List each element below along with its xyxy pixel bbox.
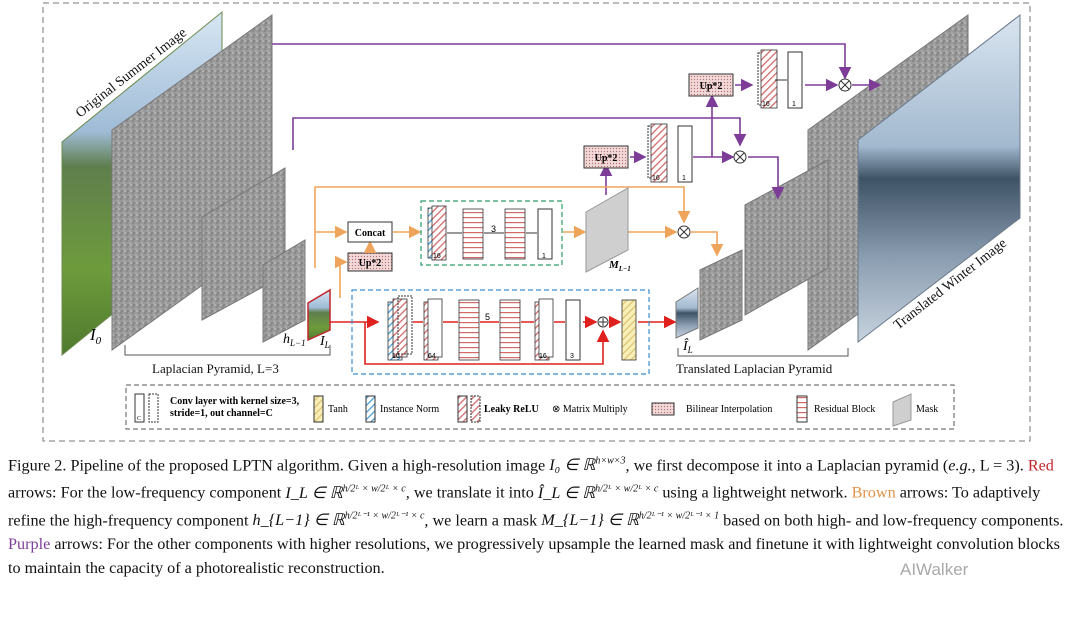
translated-level-2	[699, 249, 743, 341]
watermark: AIWalker	[900, 560, 969, 579]
low-freq-thumbnail	[307, 288, 331, 342]
legend-mask: Mask	[916, 404, 938, 415]
caption-math-il-hat: Î_L ∈ ℝh/2ᴸ × w/2ᴸ × c	[537, 483, 659, 502]
caption-brown: Brown	[851, 483, 896, 502]
multiply-low-icon	[677, 225, 691, 239]
figure-caption: Figure 2. Pipeline of the proposed LPTN …	[8, 450, 1074, 580]
svg-text:16: 16	[762, 101, 770, 108]
svg-text:Up*2: Up*2	[359, 258, 382, 269]
svg-text:16: 16	[433, 253, 441, 260]
pipeline-diagram: Original Summer Image I0 hL−1 IL Laplaci…	[42, 2, 1031, 442]
red-skip	[364, 322, 610, 365]
legend-conv-icon	[134, 393, 145, 423]
brown-arrow-top	[314, 186, 691, 268]
svg-text:3: 3	[570, 353, 574, 360]
legend-tanh: Tanh	[328, 404, 348, 415]
translation-network-box	[351, 289, 650, 375]
caption-text-4: arrows: For the low-frequency component	[8, 483, 286, 502]
up2-mid-block: Up*2	[583, 145, 629, 169]
caption-text-6: using a lightweight network.	[658, 483, 852, 502]
caption-eg: e.g.	[948, 456, 972, 475]
legend-leaky-relu: Leaky ReLU	[484, 404, 539, 415]
caption-red: Red	[1027, 456, 1054, 475]
legend-conv-2: stride=1, out channel=C	[170, 408, 273, 419]
legend-tanh-icon	[313, 395, 324, 423]
caption-text-10: arrows: For the other components with hi…	[8, 535, 1060, 578]
caption-text-8: , we learn a mask	[424, 511, 542, 530]
caption-text-3: , L = 3).	[971, 456, 1028, 475]
svg-text:1: 1	[682, 175, 686, 182]
legend-matrix-multiply: ⊗ Matrix Multiply	[552, 404, 628, 415]
brown-lowfreq-to-up	[334, 255, 348, 298]
svg-text:1: 1	[792, 101, 796, 108]
caption-math-i0: I₀ ∈ ℝh×w×3	[549, 456, 626, 475]
il-label: IL	[319, 334, 330, 350]
legend-bilinear-icon	[651, 402, 675, 416]
laplacian-bracket	[124, 345, 331, 356]
caption-text-9: based on both high- and low-frequency co…	[719, 511, 1064, 530]
mask-network-blocks: 3 16 1	[427, 205, 553, 261]
caption-text-5: , we translate it into	[405, 483, 538, 502]
mask-label: ML−1	[608, 259, 631, 273]
i0-label: I0	[89, 325, 102, 347]
translated-low-freq-thumbnail	[675, 287, 699, 339]
svg-text:3: 3	[491, 224, 496, 234]
caption-purple: Purple	[8, 535, 51, 554]
svg-text:Up*2: Up*2	[595, 153, 618, 164]
legend-bilinear: Bilinear Interpolation	[686, 404, 772, 415]
h-label: hL−1	[283, 332, 306, 348]
legend-mask-icon	[892, 393, 912, 427]
svg-text:16: 16	[652, 175, 660, 182]
legend-residual: Residual Block	[814, 404, 875, 415]
outer-frame	[42, 2, 1031, 442]
translation-network-blocks: 5 16 64 16 3	[387, 295, 581, 361]
translated-level-1	[744, 159, 829, 316]
legend-residual-icon	[796, 395, 808, 423]
concat-block: Concat	[347, 221, 393, 243]
caption-text-2: , we first decompose it into a Laplacian…	[625, 456, 949, 475]
purple-mult-mid-out	[748, 156, 785, 200]
translated-winter-image	[857, 13, 1021, 344]
legend-leaky-relu-icon	[457, 395, 468, 423]
caption-math-il: I_L ∈ ℝh/2ᴸ × w/2ᴸ × c	[285, 483, 406, 502]
mask-block	[585, 187, 629, 273]
caption-text-7: arrows: To adaptively refine the high-fr…	[8, 483, 1041, 530]
translated-bracket	[677, 348, 849, 357]
legend-box	[125, 384, 955, 430]
svg-text:64: 64	[428, 353, 436, 360]
brown-mult-out	[690, 231, 724, 257]
up2-main-block: Up*2	[347, 252, 393, 272]
caption-text-1: Figure 2. Pipeline of the proposed LPTN …	[8, 456, 550, 475]
il-hat-label: ÎL	[682, 337, 693, 355]
top-conv-blocks: 16 1	[757, 49, 803, 109]
svg-text:Up*2: Up*2	[700, 81, 723, 92]
svg-text:16: 16	[539, 353, 547, 360]
legend: C Conv layer with kernel size=3, stride=…	[134, 393, 938, 427]
multiply-mid-icon	[733, 150, 747, 164]
purple-arrow-mid	[292, 117, 747, 150]
svg-text:1: 1	[542, 253, 546, 260]
legend-conv: Conv layer with kernel size=3,	[170, 396, 300, 407]
legend-instance-norm: Instance Norm	[380, 404, 439, 415]
multiply-top-icon	[838, 78, 852, 92]
svg-text:16: 16	[392, 353, 400, 360]
purple-arrow-top	[272, 43, 852, 80]
add-icon	[597, 316, 609, 328]
up2-top-block: Up*2	[688, 73, 734, 97]
legend-instance-norm-icon	[365, 395, 376, 423]
legend-c: C	[137, 416, 141, 422]
laplacian-pyramid-label: Laplacian Pyramid, L=3	[152, 361, 279, 376]
caption-math-h: h_{L−1} ∈ ℝh/2ᴸ⁻¹ × w/2ᴸ⁻¹ × c	[252, 510, 425, 530]
mask-network-box	[420, 200, 563, 266]
translated-pyramid-label: Translated Laplacian Pyramid	[676, 361, 833, 376]
mid-conv-blocks: 16 1	[647, 123, 693, 183]
pyramid-level-2	[262, 239, 306, 343]
caption-math-m: M_{L−1} ∈ ℝh/2ᴸ⁻¹ × w/2ᴸ⁻¹ × 1	[541, 510, 720, 530]
svg-text:5: 5	[485, 312, 490, 322]
svg-text:Concat: Concat	[355, 228, 386, 239]
tanh-block	[621, 299, 637, 361]
